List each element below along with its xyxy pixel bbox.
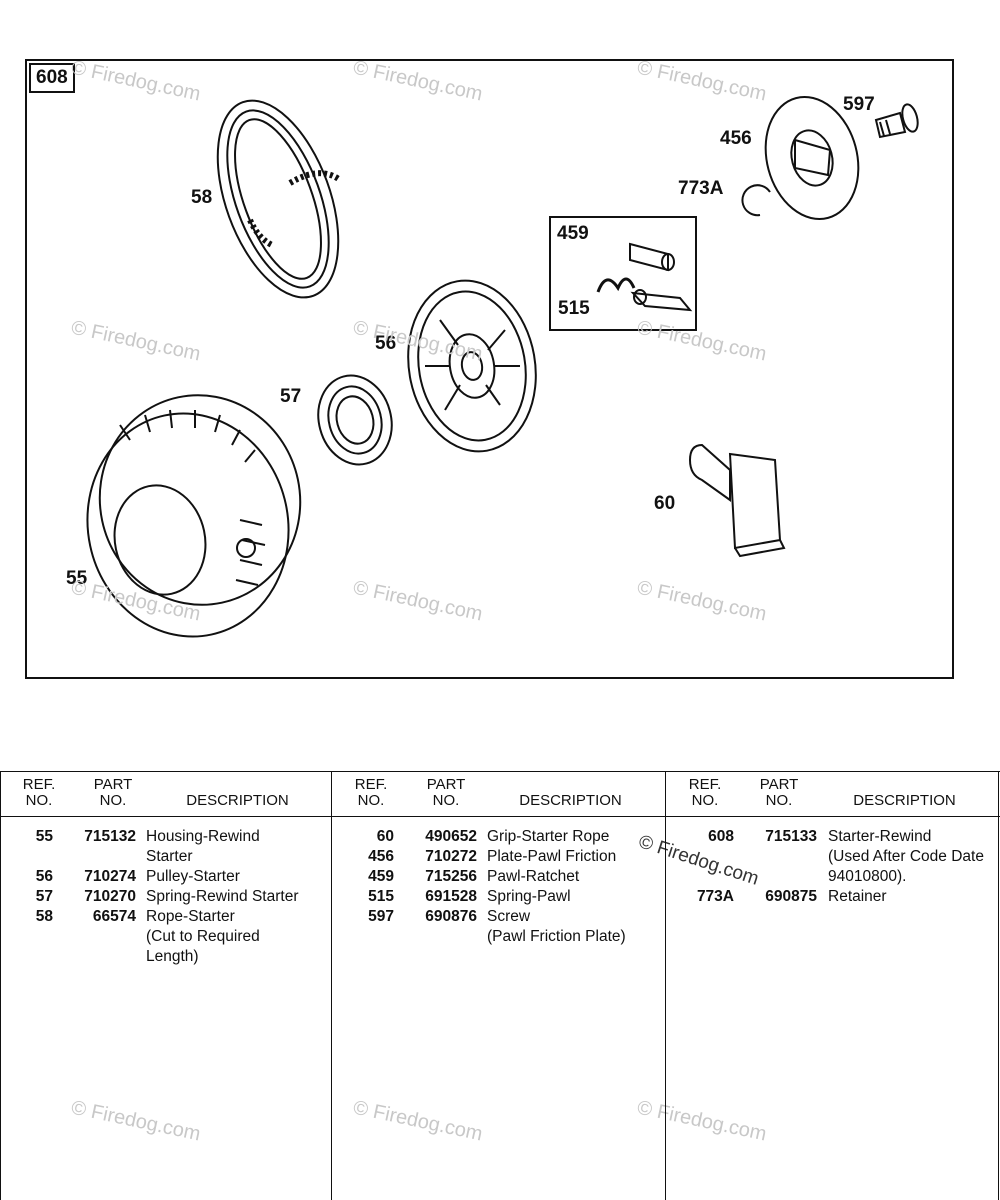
header-description: DESCRIPTION bbox=[186, 792, 289, 809]
ref-no-cell: 597 bbox=[368, 908, 394, 925]
callout-773a: 773A bbox=[678, 178, 724, 199]
callout-456: 456 bbox=[720, 128, 752, 149]
ref-no-cell: 56 bbox=[35, 868, 53, 885]
part-no-cell: 691528 bbox=[425, 888, 477, 905]
header-part-line2: NO. bbox=[765, 792, 793, 809]
table-column-divider bbox=[998, 771, 999, 1200]
header-part-line2: NO. bbox=[432, 792, 460, 809]
header-ref-line2: NO. bbox=[25, 792, 53, 809]
callout-597: 597 bbox=[843, 94, 875, 115]
table-column-divider bbox=[665, 771, 666, 1200]
part-no-cell: 715256 bbox=[425, 868, 477, 885]
pawl-friction-plate-part-456 bbox=[764, 95, 860, 221]
part-no-cell: 710270 bbox=[84, 888, 136, 905]
ref-no-cell: 608 bbox=[708, 828, 734, 845]
description-cell: Plate-Pawl Friction bbox=[487, 848, 617, 865]
table-column-divider bbox=[331, 771, 332, 1200]
header-part-no: PART NO. bbox=[85, 777, 141, 809]
description-cell: Rope-Starter (Cut to Required Length) bbox=[146, 908, 260, 965]
screw-part-597 bbox=[874, 103, 919, 139]
description-cell: Starter-Rewind (Used After Code Date 940… bbox=[828, 828, 984, 885]
header-ref-line2: NO. bbox=[357, 792, 385, 809]
description-cell: Spring-Pawl bbox=[487, 888, 571, 905]
callout-56: 56 bbox=[375, 333, 397, 354]
part-no-cell: 490652 bbox=[425, 828, 477, 845]
ref-no-cell: 60 bbox=[376, 828, 394, 845]
header-part-no: PART NO. bbox=[418, 777, 474, 809]
part-no-cell: 715133 bbox=[765, 828, 817, 845]
description-cell: Retainer bbox=[828, 888, 887, 905]
description-cell: Screw (Pawl Friction Plate) bbox=[487, 908, 626, 945]
header-ref-line1: REF. bbox=[688, 776, 722, 793]
part-no-cell: 690876 bbox=[425, 908, 477, 925]
callout-515: 515 bbox=[558, 298, 590, 319]
ref-no-cell: 57 bbox=[35, 888, 53, 905]
part-no-cell: 66574 bbox=[92, 908, 136, 925]
rewind-spring-part-57 bbox=[317, 374, 393, 466]
description-cell: Pulley-Starter bbox=[146, 868, 240, 885]
header-ref-no: REF. NO. bbox=[18, 777, 60, 809]
part-no-cell: 710272 bbox=[425, 848, 477, 865]
part-no-cell: 715132 bbox=[84, 828, 136, 845]
header-description: DESCRIPTION bbox=[853, 792, 956, 809]
header-ref-no: REF. NO. bbox=[684, 777, 726, 809]
header-ref-line1: REF. bbox=[22, 776, 56, 793]
callout-60: 60 bbox=[654, 493, 676, 514]
description-cell: Pawl-Ratchet bbox=[487, 868, 580, 885]
parts-table: REF. NO. PART NO. DESCRIPTION REF. NO. P… bbox=[0, 771, 1000, 1200]
header-ref-line1: REF. bbox=[354, 776, 388, 793]
description-cell: Spring-Rewind Starter bbox=[146, 888, 299, 905]
callout-58: 58 bbox=[191, 187, 213, 208]
part-no-cell: 690875 bbox=[765, 888, 817, 905]
ref-no-cell: 459 bbox=[368, 868, 394, 885]
ref-no-cell: 58 bbox=[35, 908, 53, 925]
pawl-ratchet-parts bbox=[596, 242, 693, 312]
ref-no-cell: 515 bbox=[368, 888, 394, 905]
exploded-parts-diagram bbox=[25, 59, 954, 679]
callout-608-assembly: 608 bbox=[29, 63, 75, 93]
header-part-line1: PART bbox=[759, 776, 799, 793]
header-part-line2: NO. bbox=[99, 792, 127, 809]
ref-no-cell: 55 bbox=[35, 828, 53, 845]
callout-57: 57 bbox=[280, 386, 302, 407]
description-cell: Grip-Starter Rope bbox=[487, 828, 610, 845]
header-part-line1: PART bbox=[93, 776, 133, 793]
starter-rope-part-58 bbox=[216, 99, 342, 299]
pawl-ratchet-group-box bbox=[549, 216, 697, 331]
ref-no-cell: 773A bbox=[696, 888, 734, 905]
header-description: DESCRIPTION bbox=[519, 792, 622, 809]
header-ref-no: REF. NO. bbox=[350, 777, 392, 809]
header-ref-line2: NO. bbox=[691, 792, 719, 809]
header-part-line1: PART bbox=[426, 776, 466, 793]
table-header-divider bbox=[0, 816, 1000, 817]
grip-starter-rope-part-60 bbox=[688, 443, 786, 558]
diagram-illustration bbox=[86, 95, 919, 638]
rewind-housing-part-55 bbox=[86, 394, 302, 638]
part-no-cell: 710274 bbox=[84, 868, 136, 885]
ref-no-cell: 456 bbox=[368, 848, 394, 865]
retainer-part-773a bbox=[741, 184, 771, 217]
callout-55: 55 bbox=[66, 568, 88, 589]
callout-459: 459 bbox=[557, 223, 589, 244]
description-cell: Housing-Rewind Starter bbox=[146, 828, 260, 865]
starter-pulley-part-56 bbox=[407, 279, 537, 453]
table-top-border bbox=[0, 771, 1000, 772]
header-part-no: PART NO. bbox=[751, 777, 807, 809]
table-column-divider bbox=[0, 771, 1, 1200]
